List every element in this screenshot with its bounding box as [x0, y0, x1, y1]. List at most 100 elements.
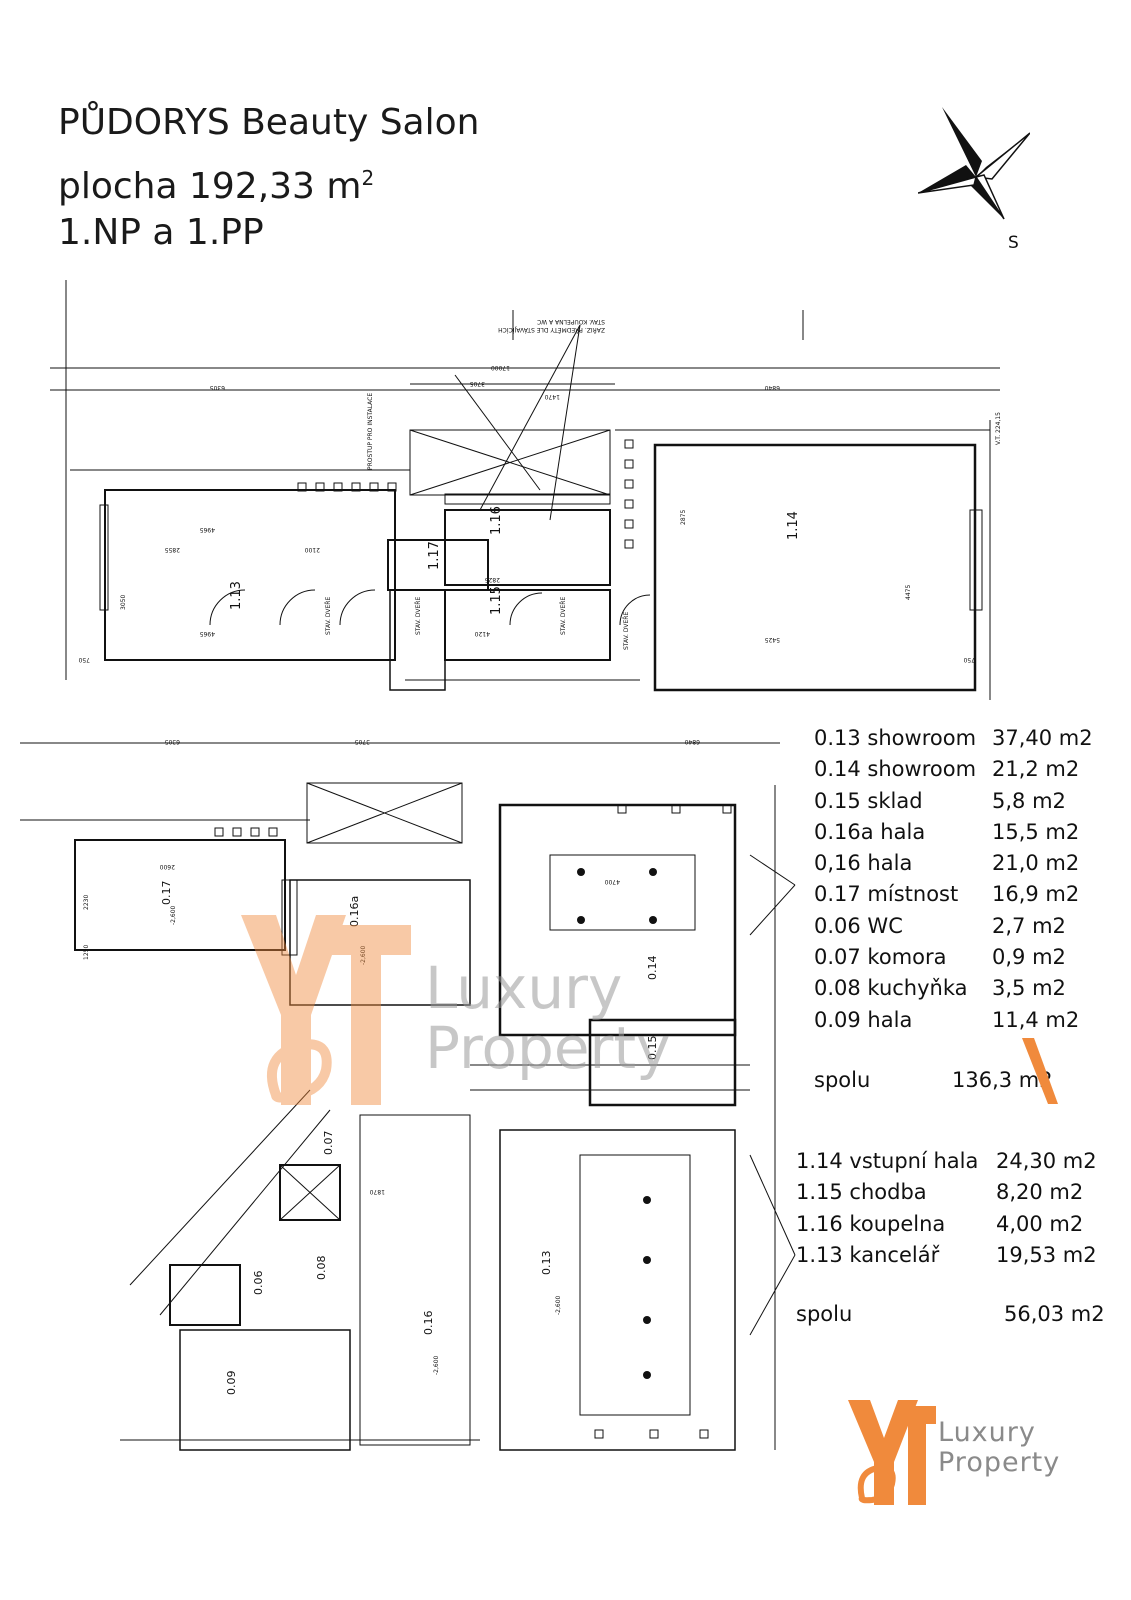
door-label-b: STAV. DVEŘE — [414, 597, 422, 635]
area-sum-2-label: spolu — [796, 1302, 853, 1326]
plan-title: PŮDORYS Beauty Salon — [58, 102, 480, 143]
area-row-label: 0.14 showroom — [814, 757, 977, 782]
plan-area-sup: 2 — [361, 166, 375, 190]
room-label-007: 0.07 — [322, 1131, 335, 1156]
dim-750-a: 750 — [78, 656, 90, 663]
dim-2230: 2230 — [83, 895, 90, 910]
area-row: 1.15 chodba 8,20 m2 — [796, 1177, 1116, 1208]
level-mark: V.T. 224,15 — [995, 412, 1002, 445]
area-row-value: 16,9 m2 — [992, 882, 1080, 907]
area-sum-2: spolu 56,03 m2 — [796, 1302, 1116, 1333]
brand-logo-line2: Property — [938, 1447, 1061, 1478]
dim-bottom-6305: 6305 — [165, 738, 180, 745]
area-row-value: 8,20 m2 — [996, 1180, 1084, 1205]
area-row: 0.15 sklad 5,8 m2 — [814, 786, 1114, 817]
brand-logo — [848, 1400, 936, 1505]
plan-area-text: plocha 192,33 m — [58, 166, 362, 207]
area-row-label: 1.15 chodba — [796, 1180, 927, 1205]
room-label-013: 0.13 — [540, 1251, 553, 1276]
room-label-008: 0.08 — [315, 1256, 328, 1281]
dim-4965-a: 4965 — [200, 526, 215, 533]
dim-2100: 2100 — [305, 546, 320, 553]
door-label-a: STAV. DVEŘE — [324, 597, 332, 635]
floor-plan-1np: 1.13 1.14 1.15 1.16 1.17 STAV. DVEŘE STA… — [50, 280, 1002, 700]
area-row-label: 0.08 kuchyňka — [814, 976, 968, 1001]
dim-1870: 1870 — [370, 1188, 385, 1195]
area-row-value: 4,00 m2 — [996, 1211, 1084, 1236]
area-row-value: 24,30 m2 — [996, 1149, 1097, 1173]
plan-floors: 1.NP a 1.PP — [58, 212, 264, 253]
area-row-value: 3,5 m2 — [992, 976, 1066, 1001]
plan-area: plocha 192,33 m2 — [58, 158, 374, 207]
area-row-label: 0.15 sklad — [814, 788, 923, 813]
dim-2600: 2600 — [160, 863, 175, 870]
area-row: 0.06 WC 2,7 m2 — [814, 911, 1114, 942]
room-label-015: 0.15 — [646, 1036, 659, 1061]
dim-total: 17000 — [491, 364, 510, 371]
door-label-d: STAV. DVEŘE — [622, 612, 630, 650]
area-row-value: 5,8 m2 — [992, 788, 1066, 813]
room-label-117: 1.17 — [427, 541, 442, 570]
dim-1470: 1470 — [545, 393, 560, 400]
dim-2875: 2875 — [680, 510, 687, 525]
door-label-c: STAV. DVEŘE — [559, 597, 567, 635]
area-row-label: 0.16a hala — [814, 819, 926, 844]
dim-right: 6840 — [765, 384, 780, 391]
area-list-1pp: 0.13 showroom 37,40 m2 0.14 showroom 21,2 m… — [814, 723, 1114, 1036]
compass-south-label: S — [1008, 233, 1019, 253]
area-row-value: 21,2 m2 — [992, 757, 1080, 782]
level-016: -2,600 — [433, 1355, 440, 1375]
area-sum-2-value: 56,03 m2 — [1004, 1302, 1105, 1326]
compass-icon — [918, 107, 1030, 220]
dim-4965-b: 4965 — [200, 630, 215, 637]
dim-2825: 2825 — [485, 576, 500, 583]
dim-1250: 1250 — [83, 945, 90, 960]
room-label-114: 1.14 — [786, 511, 801, 540]
area-row-value: 19,53 m2 — [996, 1242, 1097, 1267]
watermark-line1: Luxury — [425, 954, 623, 1022]
area-row-value: 37,40 m2 — [992, 726, 1093, 750]
note-fixtures: ZAŘIZ. PŘEDMĚTY DLE STÁVAJÍCÍCH — [498, 326, 605, 334]
area-row-value: 2,7 m2 — [992, 913, 1066, 938]
note-bathroom: STAV. KOUPELNA A WC — [537, 318, 605, 325]
dim-4120: 4120 — [475, 630, 490, 637]
level-016a: -2,600 — [360, 945, 367, 965]
area-row-label: 0.13 showroom — [814, 726, 977, 750]
area-row: 0.08 kuchyňka 3,5 m2 — [814, 973, 1114, 1004]
accent-stroke-icon — [1022, 1038, 1058, 1104]
dim-750-b: 750 — [963, 656, 975, 663]
area-row: 1.13 kancelář 19,53 m2 — [796, 1240, 1116, 1271]
floor-plan-1pp: 0.17 0.16a 0.14 0.15 0.13 0.16 0.08 0.06… — [20, 738, 796, 1451]
dim-2855: 2855 — [165, 546, 180, 553]
area-sum-1-label: spolu — [814, 1068, 871, 1092]
dim-3050: 3050 — [120, 595, 127, 610]
area-row: 0.14 showroom 21,2 m2 — [814, 754, 1114, 785]
level-013: -2,600 — [555, 1295, 562, 1315]
room-label-113: 1.13 — [229, 581, 244, 610]
area-row: 1.14 vstupní hala 24,30 m2 — [796, 1146, 1116, 1177]
room-label-017: 0.17 — [160, 881, 173, 906]
room-label-016: 0.16 — [422, 1311, 435, 1336]
watermark-line2: Property — [425, 1014, 671, 1082]
area-row: 0.13 showroom 37,40 m2 — [814, 723, 1114, 754]
area-row-label: 1.13 kancelář — [796, 1242, 940, 1267]
room-label-009: 0.09 — [225, 1371, 238, 1396]
area-row-label: 1.14 vstupní hala — [796, 1149, 979, 1173]
area-row-value: 21,0 m2 — [992, 851, 1080, 876]
room-label-115: 1.15 — [489, 586, 504, 615]
dim-bottom-3705: 3705 — [355, 738, 370, 745]
room-label-014: 0.14 — [646, 956, 659, 981]
room-label-016a: 0.16a — [348, 896, 361, 927]
dim-mid: 3705 — [470, 380, 485, 387]
area-row-value: 0,9 m2 — [992, 945, 1066, 970]
area-row-label: 0.06 WC — [814, 913, 903, 938]
area-row-value: 11,4 m2 — [992, 1007, 1080, 1032]
level-017: -2,600 — [170, 905, 177, 925]
